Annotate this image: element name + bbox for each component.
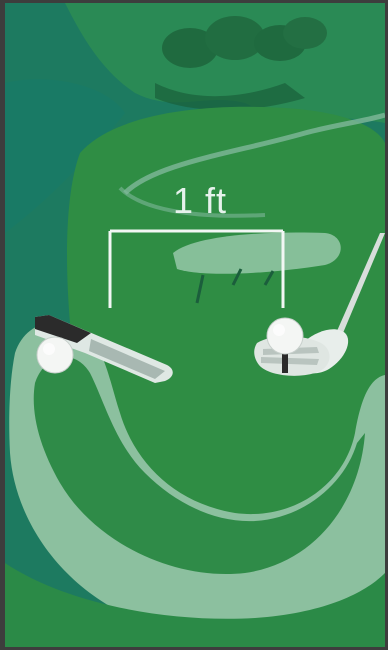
golf-ball-icon [37, 337, 73, 373]
golf-course-view: 1 ft [5, 3, 385, 647]
distance-label: 1 ft [155, 181, 245, 221]
course-illustration [5, 3, 385, 647]
